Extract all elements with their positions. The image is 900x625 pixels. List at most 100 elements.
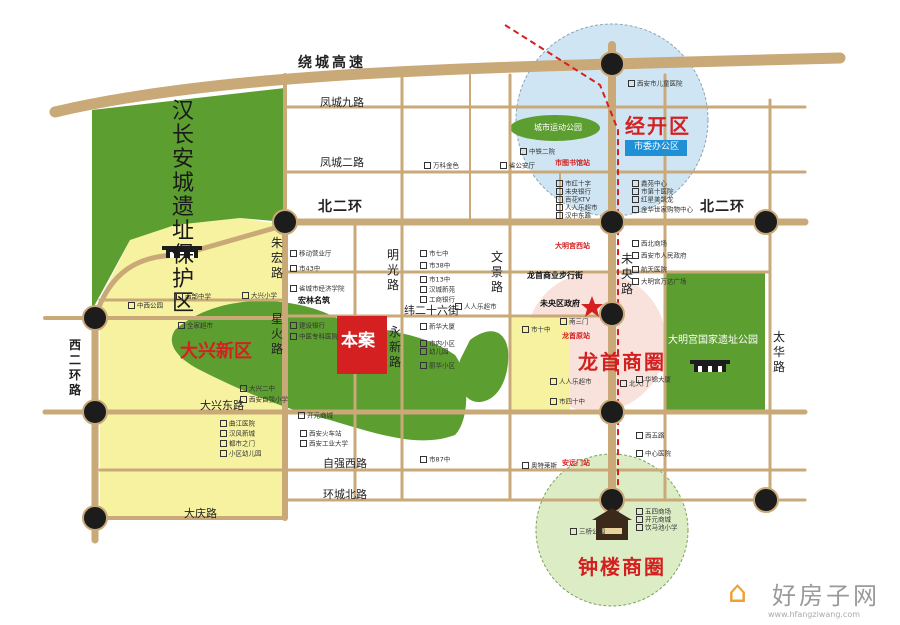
poi-label: 中医专科医院 [290,333,338,340]
poi-square-icon [632,240,639,247]
poi-label: 开元商城 [636,516,671,523]
poi-text: 三桥公园 [579,527,605,536]
poi-label: 大明宫万达广场 [632,278,687,285]
weiyang-gov-star-icon [581,296,603,317]
poi-label: 丽华小区 [420,362,455,369]
poi-text: 西安市人民政府 [641,251,687,260]
poi-square-icon [290,265,297,272]
poi-label: 开元商城 [298,412,333,419]
node-east-500 [753,487,779,513]
poi-text: 移动营业厅 [299,249,332,258]
poi-square-icon [420,276,427,283]
poi-label: 大兴二中 [240,385,275,392]
poi-text: 市38中 [429,261,451,270]
poi-text: 华锦大厦 [645,375,671,384]
node-beierhuan-zhuhong [272,209,298,235]
poi-label: 全家超市 [178,322,213,329]
poi-text: 人人乐超市 [464,302,497,311]
poi-text: 中西公园 [137,301,163,310]
bell-tower-icon [592,508,632,540]
weiyang-gov-label: 未央区政府 [540,299,580,308]
poi-text: 全家超市 [187,321,213,330]
poi-square-icon [290,250,297,257]
poi-label: 未央银行 [556,188,591,195]
area-label-hanchangan: 汉长安城遗址保护区 [171,99,194,316]
poi-square-icon [424,162,431,169]
poi-square-icon [420,340,427,347]
poi-text: 西五路 [645,431,665,440]
poi-text: 中铁二院 [529,147,555,156]
poi-label: 万科金色 [424,162,459,169]
poi-label: 省城市经济学院 [290,285,345,292]
poi-square-icon [520,148,527,155]
poi-text: 丽华小区 [429,361,455,370]
road-label-beierhuan-west: 北二环 [318,199,363,215]
poi-text: 曲江医院 [229,419,255,428]
poi-square-icon [556,180,563,187]
poi-label: 红星美凯龙 [632,196,674,203]
poi-text: 人人乐超市 [559,377,592,386]
watermark-main: 好房子网 [772,582,880,610]
poi-square-icon [632,196,639,203]
poi-text: 市四十中 [559,397,585,406]
poi-text: 建设银行 [299,321,325,330]
poi-text: 市十中 [531,325,551,334]
poi-label: 市38中 [420,262,450,269]
poi-text: 五四商场 [645,507,671,516]
poi-label: 西部中学 [176,293,211,300]
poi-label: 西五路 [636,432,665,439]
poi-square-icon [128,302,135,309]
road-label-wei26: 纬二十六街 [404,304,459,317]
road-label-daqing: 大庆路 [184,507,217,520]
poi-square-icon [522,462,529,469]
poi-text: 中医专科医院 [299,332,338,341]
poi-label: 南三门 [560,318,589,325]
interchange-nodes [82,51,779,531]
poi-text: 省城市经济学院 [299,284,345,293]
poi-label: 西安市儿童医院 [628,80,683,87]
poi-square-icon [420,348,427,355]
poi-square-icon [570,528,577,535]
node-beierhuan-east [753,209,779,235]
poi-square-icon [632,266,639,273]
poi-label: 小区幼儿园 [220,450,262,457]
poi-square-icon [420,262,427,269]
node-ring-weiyang [599,51,625,77]
poi-text: 西安市儿童医院 [637,79,683,88]
poi-square-icon [220,440,227,447]
poi-label: 人人乐超市 [550,378,592,385]
road-label-beierhuan-east: 北二环 [700,199,745,215]
poi-square-icon [290,333,297,340]
road-label-xierhuan: 西二环路 [68,338,81,397]
poi-text: 汉风新城 [229,429,255,438]
poi-label: 金华世家购物中心 [632,206,693,213]
poi-square-icon [632,180,639,187]
poi-square-icon [290,285,297,292]
poi-text: 北大门 [629,379,649,388]
poi-label: 北大门 [620,380,649,387]
poi-label: 省公安厅 [500,162,535,169]
hanchangan-green [92,88,285,310]
poi-square-icon [550,378,557,385]
poi-square-icon [220,450,227,457]
poi-label: 五四商场 [636,508,671,515]
poi-text: 市第十医院 [641,187,674,196]
poi-label: 建设银行 [290,322,325,329]
poi-label: 市十中 [522,326,551,333]
poi-text: 未央银行 [565,187,591,196]
poi-label: 新华大厦 [420,323,455,330]
area-label-jingkai: 经开区 [625,114,691,138]
poi-square-icon [628,80,635,87]
daminggong-green [665,272,765,412]
station-damingxi: 大明宫西站 [555,242,590,250]
poi-label: 市红十字 [556,180,591,187]
poi-text: 新华大厦 [429,322,455,331]
poi-square-icon [636,450,643,457]
park-green [171,300,467,441]
road-label-huanchengbei: 环城北路 [323,488,367,501]
road-label-ring-north: 绕城高速 [298,55,366,71]
poi-square-icon [420,362,427,369]
poi-text: 西安火车站 [309,429,342,438]
poi-square-icon [522,326,529,333]
ring-road-north [49,52,846,118]
